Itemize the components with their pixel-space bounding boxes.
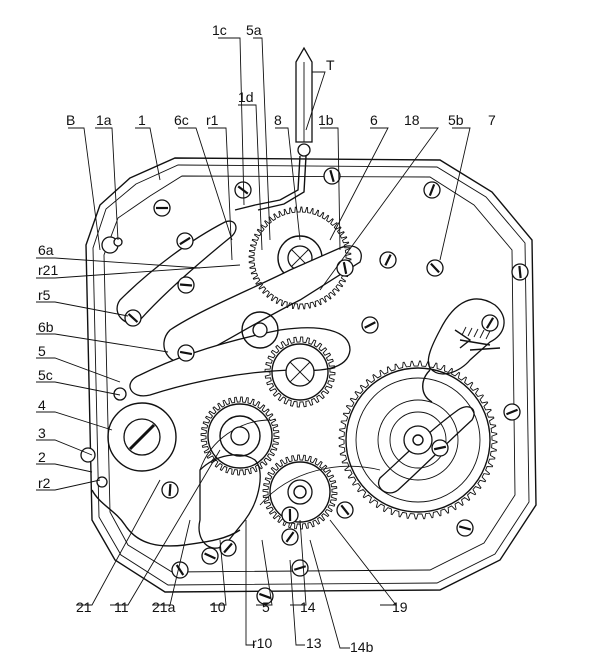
label-3: 3 bbox=[38, 425, 46, 441]
label-B: B bbox=[66, 112, 75, 128]
label-r21: r21 bbox=[38, 262, 58, 278]
label-r5: r5 bbox=[38, 287, 51, 303]
label-1b: 1b bbox=[318, 112, 334, 128]
gear-teeth bbox=[200, 206, 498, 530]
spring-wire bbox=[91, 489, 241, 547]
label-5-bottom: 5 bbox=[262, 599, 270, 615]
label-7: 7 bbox=[488, 112, 496, 128]
label-6: 6 bbox=[370, 112, 378, 128]
label-5b: 5b bbox=[448, 112, 464, 128]
label-T: T bbox=[326, 57, 335, 73]
label-19: 19 bbox=[392, 599, 408, 615]
label-6c: 6c bbox=[174, 112, 189, 128]
movement-outline bbox=[85, 157, 537, 593]
regulator bbox=[422, 326, 501, 403]
label-13: 13 bbox=[306, 635, 322, 651]
label-14b: 14b bbox=[350, 639, 374, 655]
barrel-wheels bbox=[107, 311, 331, 523]
label-21a: 21a bbox=[152, 599, 176, 615]
label-5a: 5a bbox=[246, 22, 262, 38]
label-6a: 6a bbox=[38, 242, 54, 258]
reference-labels: 1c 5a T 1d B 1a 1 6c r1 8 1b 6 18 5b 7 6… bbox=[38, 22, 496, 655]
label-1c: 1c bbox=[212, 22, 227, 38]
label-4: 4 bbox=[38, 397, 46, 413]
label-r1: r1 bbox=[206, 112, 219, 128]
label-1: 1 bbox=[138, 112, 146, 128]
label-21: 21 bbox=[76, 599, 92, 615]
label-5c: 5c bbox=[38, 367, 53, 383]
label-1a: 1a bbox=[96, 112, 112, 128]
label-11: 11 bbox=[114, 599, 129, 615]
leader-lines bbox=[36, 37, 471, 649]
screws bbox=[124, 167, 529, 605]
label-8: 8 bbox=[274, 112, 282, 128]
label-2: 2 bbox=[38, 449, 46, 465]
label-r2: r2 bbox=[38, 475, 51, 491]
label-14: 14 bbox=[300, 599, 316, 615]
winding-stem bbox=[234, 46, 313, 211]
label-5: 5 bbox=[38, 343, 46, 359]
label-6b: 6b bbox=[38, 319, 54, 335]
label-r10: r10 bbox=[252, 635, 272, 651]
small-holes bbox=[80, 236, 127, 488]
label-10: 10 bbox=[210, 599, 226, 615]
balance-wheel bbox=[345, 367, 491, 513]
label-18: 18 bbox=[404, 112, 420, 128]
label-1d: 1d bbox=[238, 89, 254, 105]
